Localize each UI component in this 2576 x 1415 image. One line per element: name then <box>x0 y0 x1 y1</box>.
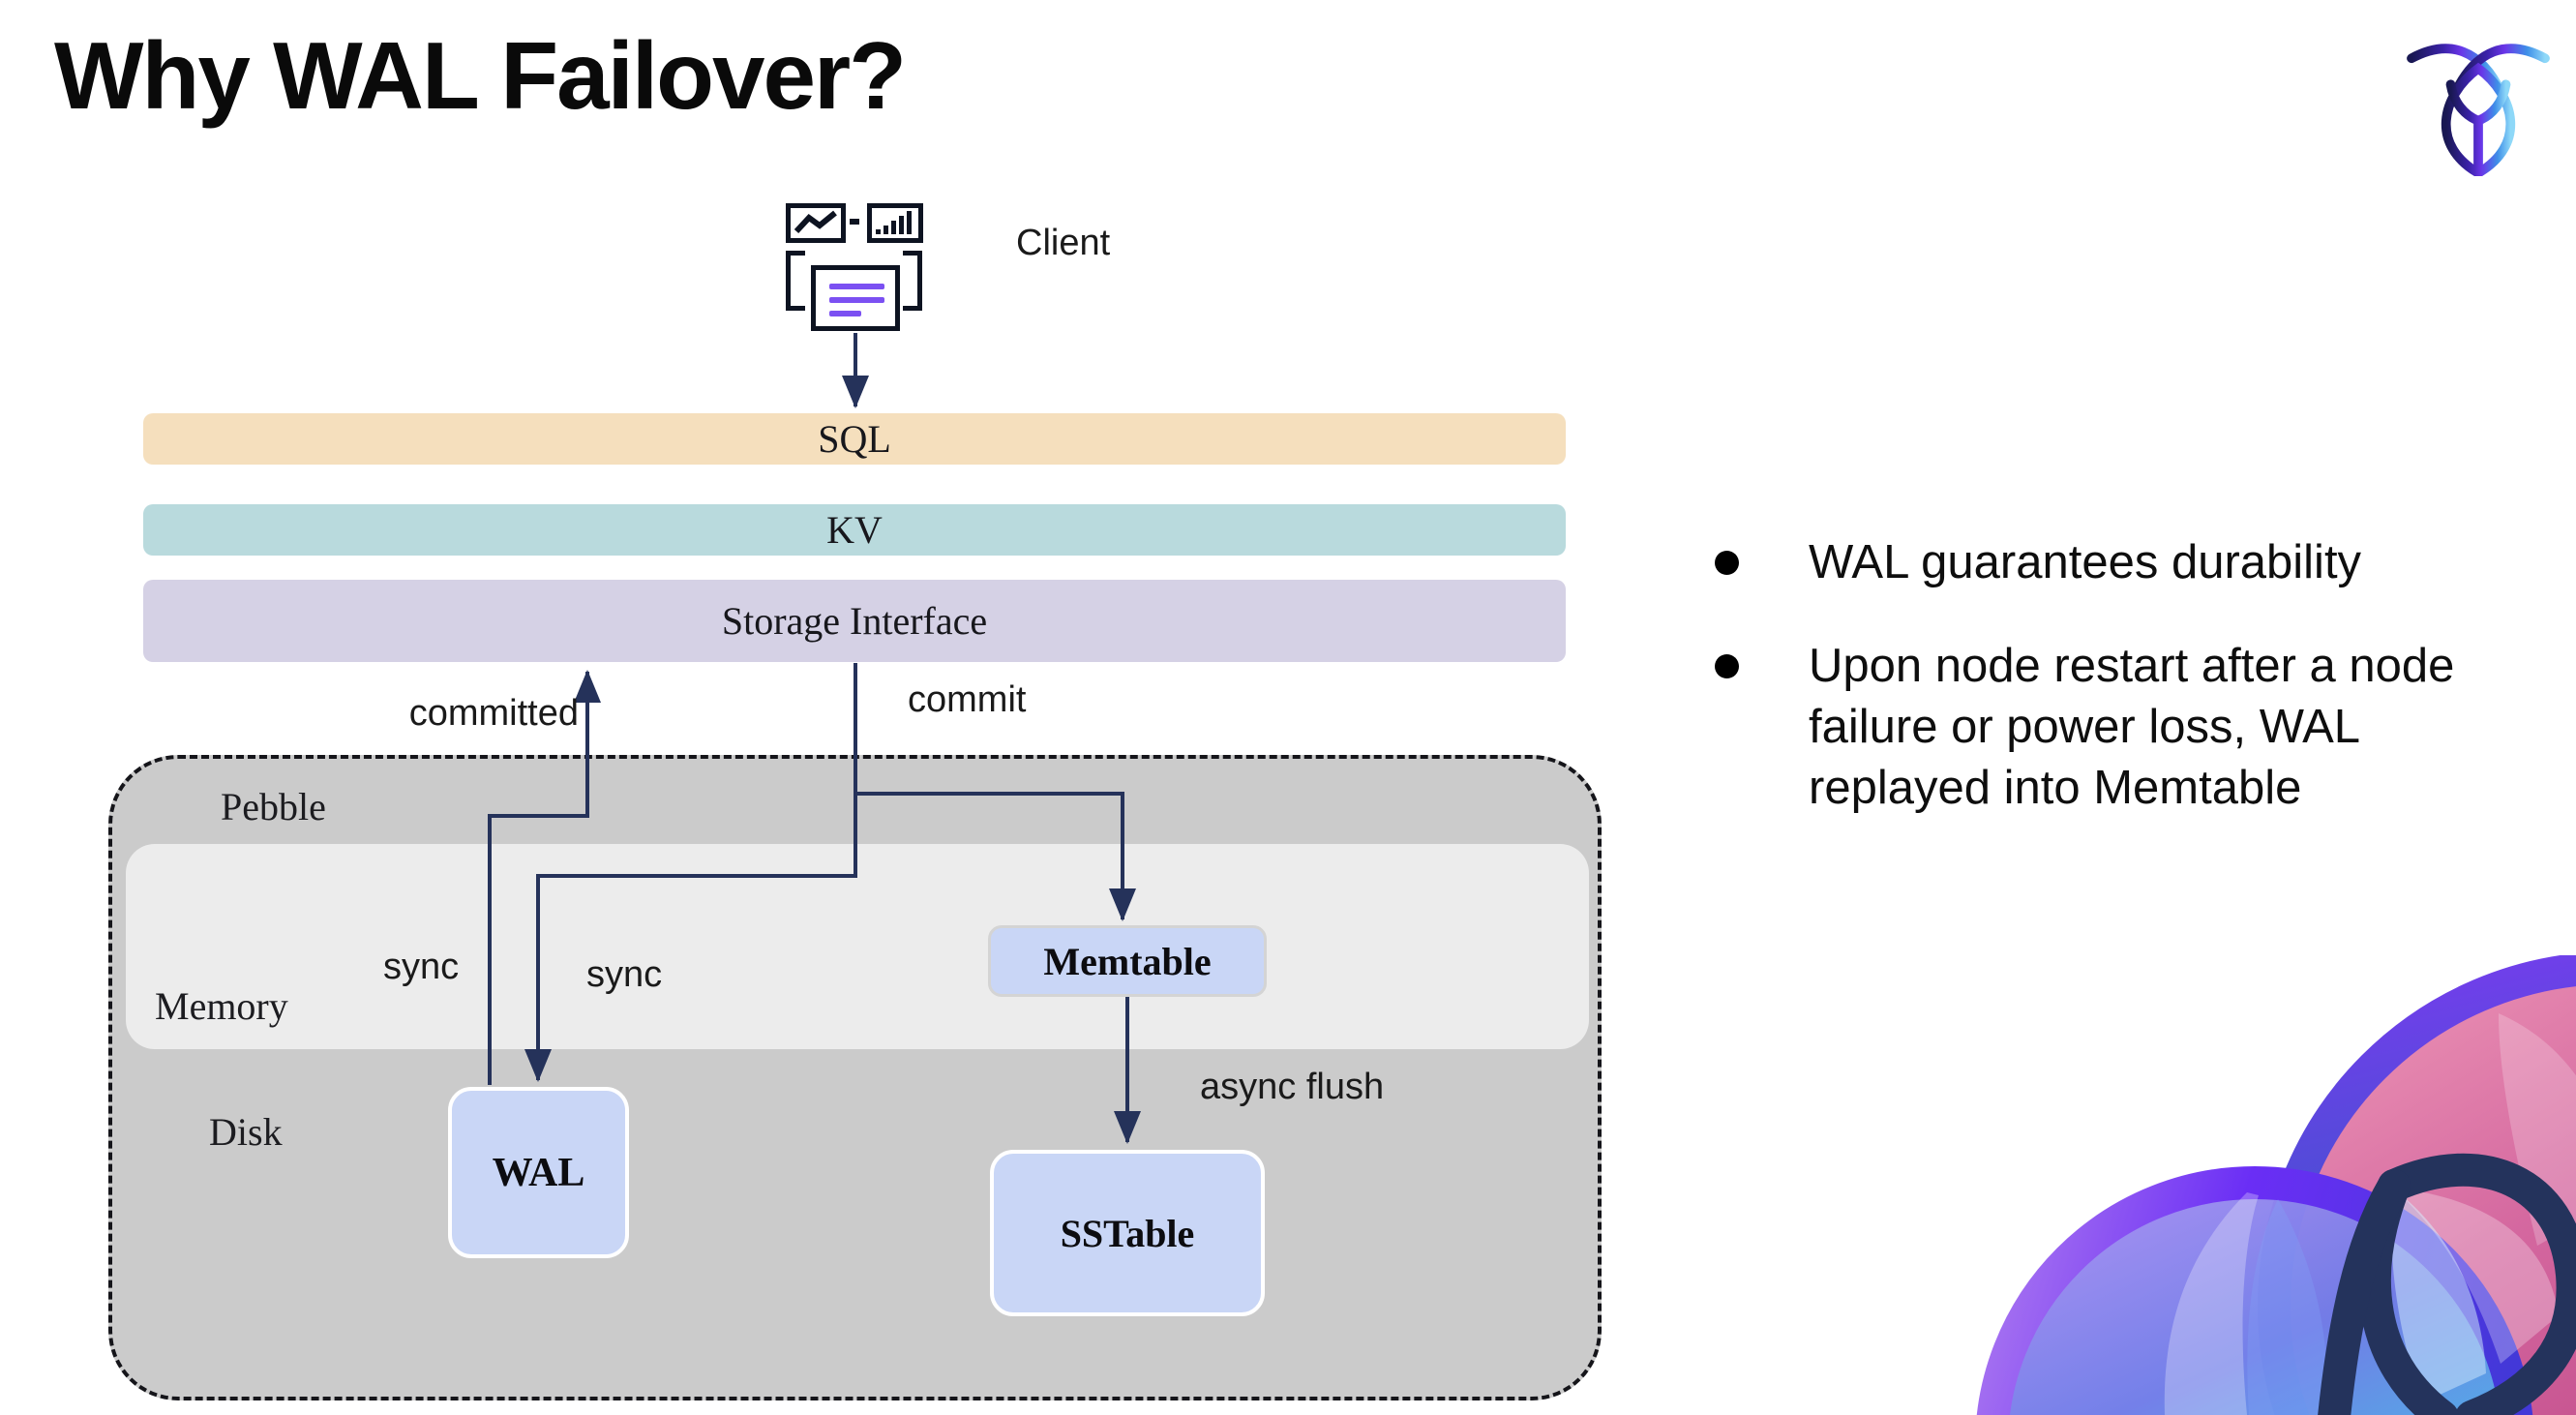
brand-leaf-outline-right <box>2378 1153 2576 1415</box>
brand-petal-upper <box>2392 1188 2559 1364</box>
bullet-item: WAL guarantees durability <box>1715 532 2566 593</box>
committed-label: committed <box>408 693 579 734</box>
committed-arrow <box>488 670 601 1085</box>
bullet-item: Upon node restart after a node failure o… <box>1715 636 2566 819</box>
brand-petal-right <box>2390 1188 2486 1402</box>
bullet-text: WAL guarantees durability <box>1809 536 2362 588</box>
layer-sql: SQL <box>143 413 1566 465</box>
bar-chart-icon <box>867 203 923 243</box>
brand-petal-left <box>2164 1192 2259 1415</box>
async-flush-label: async flush <box>1200 1067 1385 1107</box>
commit-label: commit <box>908 679 1027 720</box>
bracket-right-icon <box>903 251 922 311</box>
layer-kv: KV <box>143 504 1566 556</box>
connector-dash-icon <box>850 219 859 225</box>
sync-right-label: sync <box>586 954 663 995</box>
sstable-label: SSTable <box>1060 1211 1195 1255</box>
layer-storage-label: Storage Interface <box>721 599 988 643</box>
brand-petal-mid <box>2247 1199 2327 1415</box>
bullet-dot-icon <box>1715 551 1739 575</box>
memtable-label: Memtable <box>1043 939 1212 983</box>
client-label: Client <box>1016 223 1111 263</box>
brand-stem <box>2318 1169 2411 1415</box>
brand-petal-pink <box>2499 1013 2576 1246</box>
document-icon <box>811 265 900 331</box>
memory-band <box>126 844 1589 1049</box>
layer-kv-label: KV <box>826 508 883 552</box>
memtable-node: Memtable <box>988 925 1267 997</box>
pebble-label: Pebble <box>221 785 326 828</box>
layer-sql-label: SQL <box>818 417 891 461</box>
memory-label: Memory <box>155 984 288 1028</box>
sstable-node: SSTable <box>990 1150 1265 1316</box>
wal-label: WAL <box>492 1150 585 1195</box>
bracket-left-icon <box>786 251 805 311</box>
disk-label: Disk <box>209 1110 283 1154</box>
cockroachdb-logo-icon <box>2407 44 2550 176</box>
commit-to-wal-arrow <box>524 663 857 1082</box>
bullet-dot-icon <box>1715 654 1739 678</box>
commit-to-memtable-arrow <box>855 792 1136 921</box>
page-title: Why WAL Failover? <box>54 22 907 129</box>
bullet-text: Upon node restart after a node failure o… <box>1809 640 2455 814</box>
layer-storage-interface: Storage Interface <box>143 580 1566 662</box>
logo-stem <box>2445 79 2511 176</box>
bullet-list: WAL guarantees durability Upon node rest… <box>1715 532 2566 819</box>
sync-left-label: sync <box>383 947 460 987</box>
wal-node: WAL <box>448 1087 629 1258</box>
brand-art-graphic <box>1976 955 2576 1415</box>
line-chart-icon <box>786 203 846 243</box>
